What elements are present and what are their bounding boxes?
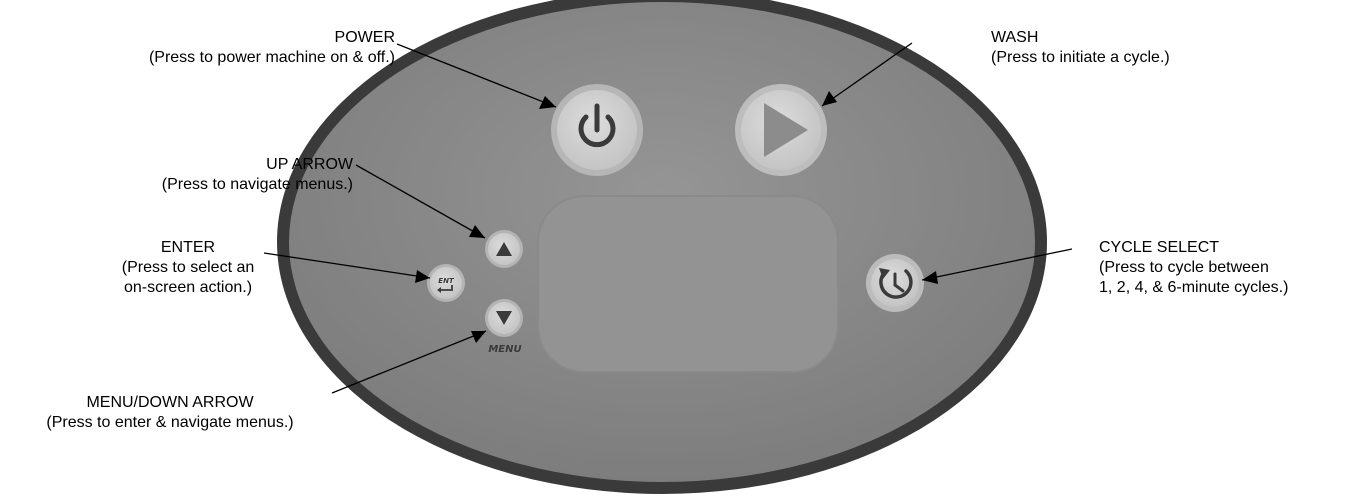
callout-cycle-select: CYCLE SELECT (Press to cycle between 1, … xyxy=(1099,238,1349,298)
enter-key-text: ENT xyxy=(438,277,455,285)
callout-up-arrow: UP ARROW (Press to navigate menus.) xyxy=(40,155,353,195)
callout-power-desc: (Press to power machine on & off.) xyxy=(148,49,395,66)
leader-up-arrow xyxy=(355,164,486,239)
callout-enter-title: ENTER xyxy=(160,239,216,256)
callout-up-arrow-desc: (Press to navigate menus.) xyxy=(161,176,353,193)
callout-enter: ENTER (Press to select an on-screen acti… xyxy=(88,238,288,298)
callout-cycle-select-desc-2: 1, 2, 4, & 6-minute cycles.) xyxy=(1099,279,1289,296)
callout-wash-desc: (Press to initiate a cycle.) xyxy=(991,49,1170,66)
down-arrow-icon xyxy=(496,311,512,325)
up-arrow-button[interactable] xyxy=(485,230,523,268)
callout-wash-title: WASH xyxy=(991,29,1039,46)
display-screen xyxy=(537,195,839,373)
cycle-select-button[interactable] xyxy=(866,254,924,312)
menu-text: MENU xyxy=(488,344,521,355)
leader-enter xyxy=(263,252,431,283)
play-icon xyxy=(764,103,808,157)
menu-down-button[interactable] xyxy=(485,299,523,337)
leader-menu-down xyxy=(331,330,487,394)
callout-menu-down-desc: (Press to enter & navigate menus.) xyxy=(46,414,294,431)
power-icon xyxy=(578,103,616,148)
enter-button[interactable]: ENT xyxy=(427,264,465,302)
leader-power xyxy=(396,43,557,109)
leader-wash xyxy=(821,42,913,107)
wash-button[interactable] xyxy=(735,84,827,176)
callout-cycle-select-title: CYCLE SELECT xyxy=(1099,239,1220,256)
callout-cycle-select-desc-1: (Press to cycle between xyxy=(1099,259,1269,276)
cycle-select-icon xyxy=(879,268,913,299)
enter-icon: ENT xyxy=(437,277,455,293)
leader-cycle-select xyxy=(921,248,1073,284)
callout-menu-down: MENU/DOWN ARROW (Press to enter & naviga… xyxy=(0,393,340,433)
callout-power-title: POWER xyxy=(334,29,395,46)
power-button[interactable] xyxy=(551,84,643,176)
callout-enter-desc-1: (Press to select an xyxy=(121,259,255,276)
callout-wash: WASH (Press to initiate a cycle.) xyxy=(991,28,1311,68)
callout-enter-desc-2: on-screen action.) xyxy=(123,279,253,296)
callout-menu-down-title: MENU/DOWN ARROW xyxy=(86,394,254,411)
callout-power: POWER (Press to power machine on & off.) xyxy=(60,28,395,68)
up-arrow-icon xyxy=(496,242,512,256)
callout-up-arrow-title: UP ARROW xyxy=(266,156,353,173)
